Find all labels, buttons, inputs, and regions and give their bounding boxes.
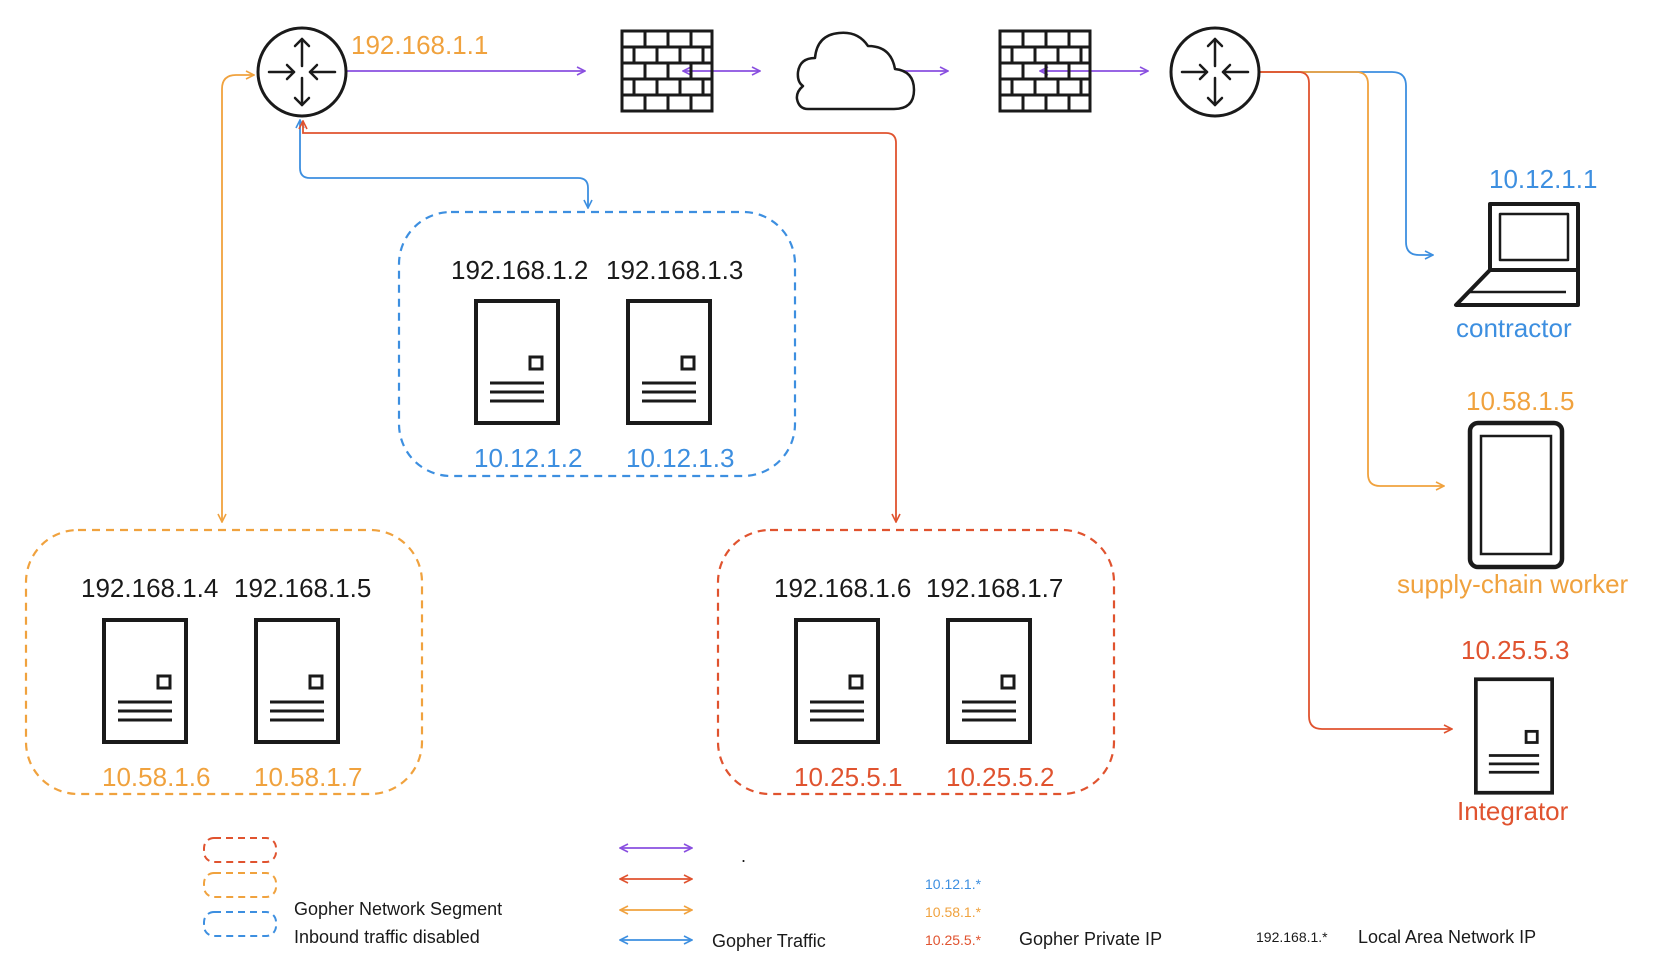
server-lan-ip: 192.168.1.5 — [234, 573, 371, 603]
legend-private-label: Gopher Private IP — [1019, 929, 1162, 949]
server-icon — [104, 620, 186, 742]
router-left-ip: 192.168.1.1 — [351, 30, 488, 60]
legend-lan-ip: 192.168.1.* — [1256, 929, 1328, 945]
server-private-ip: 10.58.1.6 — [102, 762, 210, 792]
server-private-ip: 10.12.1.2 — [474, 443, 582, 473]
remote-worker: 10.58.1.5 supply-chain worker — [1397, 386, 1629, 599]
router-left-icon — [256, 26, 348, 118]
segment-blue-outline — [397, 210, 797, 478]
link-router-orange-segment — [222, 75, 254, 522]
legend-private-ip-red: 10.25.5.* — [925, 932, 982, 948]
server-private-ip: 10.12.1.3 — [626, 443, 734, 473]
server-icon — [476, 301, 558, 423]
segment-blue: 192.168.1.2 192.168.1.3 10.12.1.2 10.12.… — [397, 210, 797, 478]
remote-contractor: 10.12.1.1 contractor — [1454, 164, 1597, 343]
legend-traffic-label: Gopher Traffic — [712, 931, 826, 951]
connections — [222, 71, 1452, 729]
link-router-integrator — [1243, 72, 1452, 729]
legend-segment-subtitle: Inbound traffic disabled — [294, 927, 480, 947]
server-icon — [948, 620, 1030, 742]
server-icon — [796, 620, 878, 742]
server-icon — [1474, 677, 1554, 795]
legend-private-ip-orange: 10.58.1.* — [925, 904, 982, 920]
legend-private-ip-blue: 10.12.1.* — [925, 876, 982, 892]
server-private-ip: 10.58.1.7 — [254, 762, 362, 792]
integrator-name: Integrator — [1457, 796, 1569, 826]
legend-red-segment-swatch — [203, 837, 277, 863]
laptop-icon — [1454, 202, 1580, 307]
contractor-ip: 10.12.1.1 — [1489, 164, 1597, 194]
cloud-icon — [795, 31, 916, 111]
link-router-red-segment — [303, 121, 896, 522]
link-router-worker — [1256, 71, 1444, 486]
segment-red: 192.168.1.6 192.168.1.7 10.25.5.1 10.25.… — [716, 528, 1116, 796]
segment-orange: 192.168.1.4 192.168.1.5 10.58.1.6 10.58.… — [24, 528, 424, 796]
server-lan-ip: 192.168.1.3 — [606, 255, 743, 285]
link-router-contractor — [1256, 71, 1433, 255]
server-private-ip: 10.25.5.1 — [794, 762, 902, 792]
legend-orange-segment-swatch — [203, 872, 277, 898]
server-lan-ip: 192.168.1.7 — [926, 573, 1063, 603]
legend: Gopher Network Segment Inbound traffic d… — [203, 837, 1536, 951]
worker-name: supply-chain worker — [1397, 569, 1629, 599]
segment-orange-outline — [24, 528, 424, 796]
remote-integrator: 10.25.5.3 Integrator — [1457, 635, 1569, 826]
legend-blue-segment-swatch — [203, 911, 277, 937]
legend-lan-label: Local Area Network IP — [1358, 927, 1536, 947]
legend-segment-title: Gopher Network Segment — [294, 899, 502, 919]
tablet-icon — [1467, 420, 1565, 570]
contractor-name: contractor — [1456, 313, 1572, 343]
integrator-ip: 10.25.5.3 — [1461, 635, 1569, 665]
server-icon — [256, 620, 338, 742]
server-private-ip: 10.25.5.2 — [946, 762, 1054, 792]
server-lan-ip: 192.168.1.2 — [451, 255, 588, 285]
segment-red-outline — [716, 528, 1116, 796]
server-icon — [628, 301, 710, 423]
server-lan-ip: 192.168.1.4 — [81, 573, 218, 603]
worker-ip: 10.58.1.5 — [1466, 386, 1574, 416]
router-right-icon — [1169, 26, 1261, 118]
server-lan-ip: 192.168.1.6 — [774, 573, 911, 603]
legend-dot: . — [741, 846, 746, 866]
